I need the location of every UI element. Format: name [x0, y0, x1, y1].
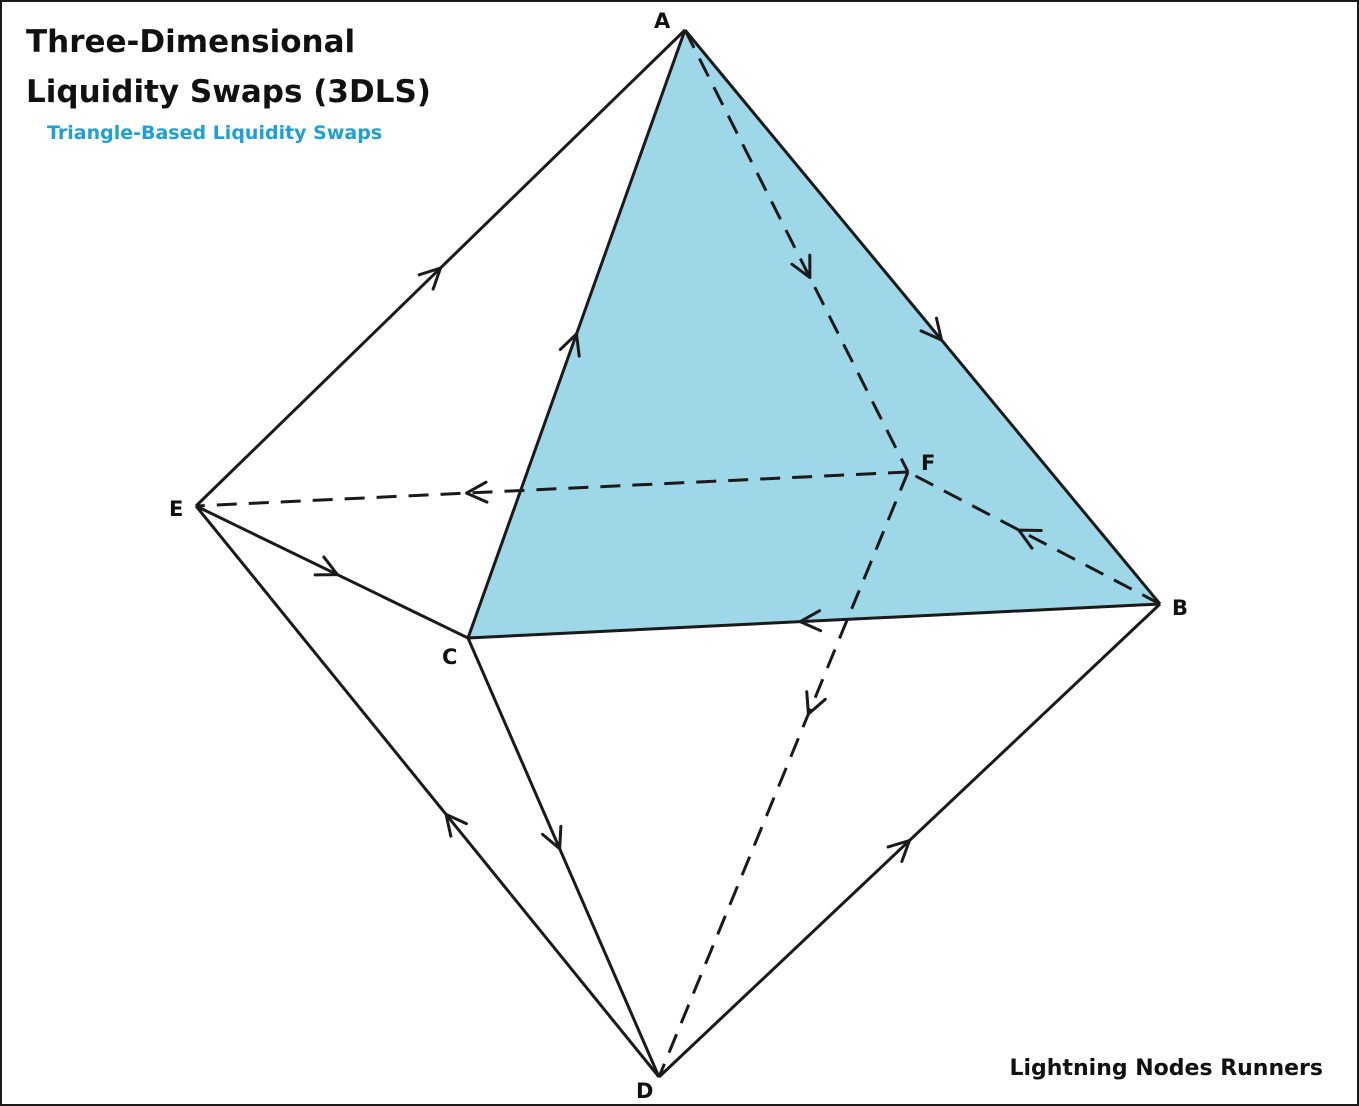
diagram-title-line-1: Three-Dimensional [26, 24, 356, 60]
shaded-face-abc [468, 30, 1160, 638]
edge-bf [907, 470, 1161, 606]
vertex-label-b: B [1172, 596, 1188, 620]
edge-af [683, 29, 910, 473]
arrowhead-ea [417, 266, 442, 291]
diagram-title-line-2: Liquidity Swaps (3DLS) [26, 74, 431, 110]
vertex-label-f: F [921, 451, 935, 475]
arrowhead-fe [465, 480, 489, 504]
arrowhead-ca [558, 332, 581, 358]
arrowhead-db [886, 839, 911, 864]
edge-cd [466, 637, 661, 1078]
arrows-layer [313, 253, 1043, 864]
vertex-label-e: E [169, 497, 183, 521]
vertex-label-c: C [442, 645, 457, 669]
edge-ab [683, 29, 1162, 605]
arrowhead-fd [805, 690, 827, 716]
diagram-subtitle: Triangle-Based Liquidity Swaps [47, 122, 383, 144]
edges-layer [194, 28, 1162, 1079]
edge-bc [467, 602, 1161, 640]
edge-ec [195, 504, 469, 640]
vertex-labels-layer: A B C D E F [169, 9, 1188, 1103]
vertex-label-d: D [636, 1079, 653, 1103]
arrowhead-cd [541, 824, 563, 851]
brand-credit: Lightning Nodes Runners [1009, 1056, 1324, 1081]
arrowhead-de [444, 812, 468, 838]
edge-fe [195, 470, 909, 508]
arrowhead-ab [919, 316, 943, 342]
arrowhead-bf [1017, 528, 1043, 550]
vertex-label-a: A [654, 9, 671, 33]
arrowhead-bc [798, 609, 823, 633]
edge-fd [657, 471, 910, 1078]
arrowhead-ec [313, 555, 339, 577]
edge-de [194, 505, 661, 1078]
arrowhead-af [790, 253, 812, 280]
